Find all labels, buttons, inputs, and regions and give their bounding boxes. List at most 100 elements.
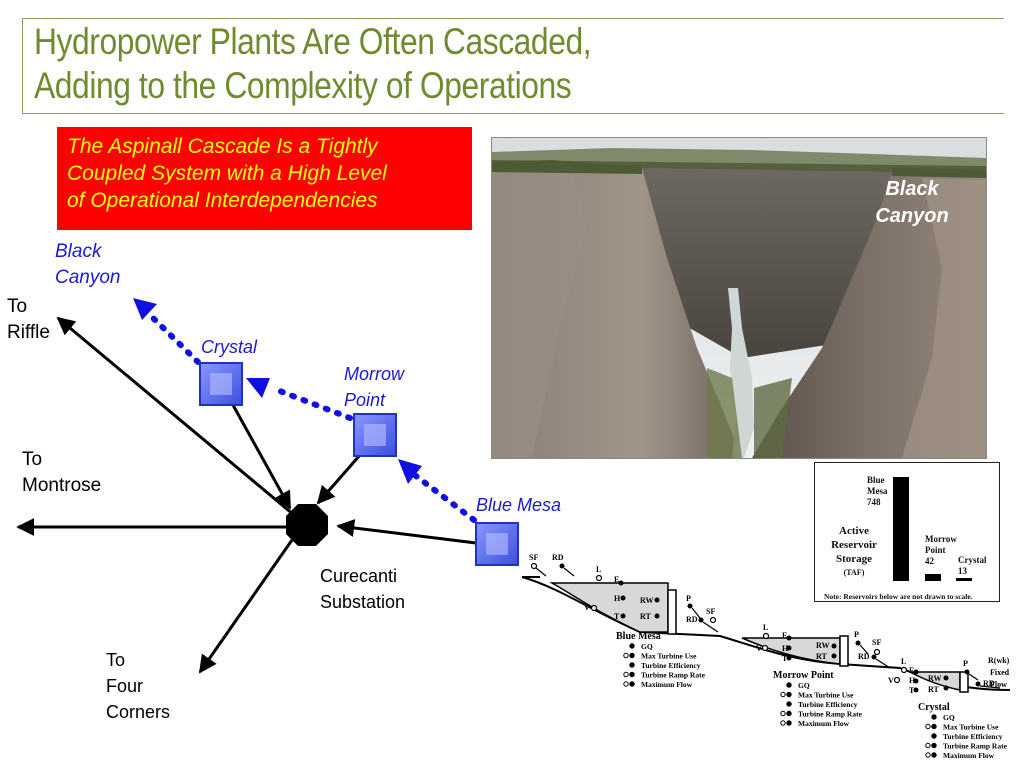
cr-fixed-code: Fixed [990,668,1010,677]
bm-l-code: L [596,565,601,574]
legend-marker [629,652,635,659]
title-rule-top [22,18,1004,19]
bm-rw-code: RW [640,596,654,605]
line-bluemesa-to-substation [336,519,477,545]
legend-marker [931,723,937,730]
legend-marker [629,662,635,668]
legend-marker [786,710,792,717]
cr-rd-node [975,681,981,687]
storage-bar-crystal [956,578,972,581]
legend-marker [623,681,629,687]
cr-rd-code: RD [983,679,995,688]
cr-rt-code: RT [928,685,939,694]
mp-p-arrow [859,644,869,655]
bm-p-arrow [691,607,701,619]
flow-morrow-to-crystal [269,385,353,421]
cr-rw-code: RW [928,674,942,683]
mp-l-node [762,632,770,640]
storage-morrow-point-value: 42 [925,556,934,566]
legend-marker [925,752,931,758]
legend-marker [623,671,629,678]
mp-e-node [786,635,792,641]
black-canyon-photo [491,137,987,459]
legend-item: Turbine Efficiency [943,732,1003,741]
cr-rwk-code: R(wk) [988,656,1010,665]
bm-sf-out-node [709,616,717,624]
storage-axis-label: Active Reservoir Storage (TAF) [819,524,889,580]
cr-rw-node [943,675,949,681]
morrow-point-label-line-1: Morrow [344,364,405,384]
mp-p-node [855,640,861,646]
storage-blue-mesa-line-2: Mesa [867,486,888,496]
bm-e-node [618,580,624,586]
canyon-illustration [492,138,986,458]
photo-label: Black Canyon [862,176,962,230]
cr-rd-arrow [979,685,1001,689]
cr-e-code: E [909,666,914,675]
legend-plant-name: Morrow Point [773,670,834,681]
black-canyon-label: Black Canyon [55,239,121,291]
slide-title-line-1: Hydropower Plants Are Often Cascaded, [34,21,592,62]
crystal-label: Crystal [201,337,258,357]
bm-sf-node [530,562,538,570]
storage-crystal-label: Crystal 13 [958,555,987,577]
blue-mesa-reservoir [549,582,669,633]
blue-mesa-plant-icon [475,522,519,566]
legend-marker [931,742,937,749]
line-to-riffle [56,316,301,522]
title-rule-bottom [22,113,1004,114]
legend-marker [780,691,786,698]
substation-octagon [286,504,328,546]
flow-arrowhead-crystal [246,378,270,398]
mp-sf-code: SF [872,638,881,647]
morrow-point-plant-icon [353,413,397,457]
bm-sf-out-code: SF [706,607,715,616]
legend-item: Turbine Ramp Rate [798,710,863,719]
mp-v-node [761,644,769,652]
mp-l-code: L [763,623,768,632]
line-crystal-to-substation [231,404,292,510]
storage-label-line-2: Reservoir [831,539,877,551]
legend-marker [629,681,635,687]
substation-label-line-1: Curecanti [320,566,398,586]
legend-marker [786,691,792,698]
legend-item: GQ [641,642,653,651]
legend-item: Turbine Efficiency [798,700,858,709]
bm-rw-node [654,597,660,603]
substation-label-line-2: Substation [320,592,406,612]
storage-label-line-4: (TAF) [843,568,865,577]
storage-morrow-point-line-1: Morrow [925,534,957,544]
line-to-four-corners [198,539,294,674]
bm-sf-arrow [535,567,547,577]
legend-marker [931,714,937,720]
legend-item: Turbine Efficiency [641,661,701,670]
cr-l-code: L [901,657,906,666]
cr-v-code: V [888,676,894,685]
legend-item: Turbine Ramp Rate [943,742,1008,751]
mp-h-node [786,645,792,651]
flow-arrowhead-black-canyon [133,298,157,320]
legend-item: Maximum Flow [798,719,850,728]
legend-item: Maximum Flow [943,751,995,760]
mp-rt-code: RT [816,652,827,661]
photo-label-line-1: Black [885,178,939,200]
cr-p-arrow [968,673,979,681]
storage-morrow-point-label: Morrow Point 42 [925,534,957,567]
to-riffle-label-line-1: To [7,296,28,317]
cr-h-code: H [909,676,916,685]
reservoir-storage-chart: Blue Mesa 748 Active Reservoir Storage (… [814,462,1000,602]
cr-h-node [913,678,919,684]
legend-marker [629,671,635,678]
storage-crystal-line-1: Crystal [958,555,987,565]
legend-marker [931,733,937,739]
bm-sf-code: SF [529,553,538,562]
mp-rw-code: RW [816,641,830,650]
legend-marker [931,752,937,758]
to-montrose-label-line-2: Montrose [22,475,102,496]
cr-p-code: P [963,659,968,668]
mp-t-code: T [782,654,788,663]
